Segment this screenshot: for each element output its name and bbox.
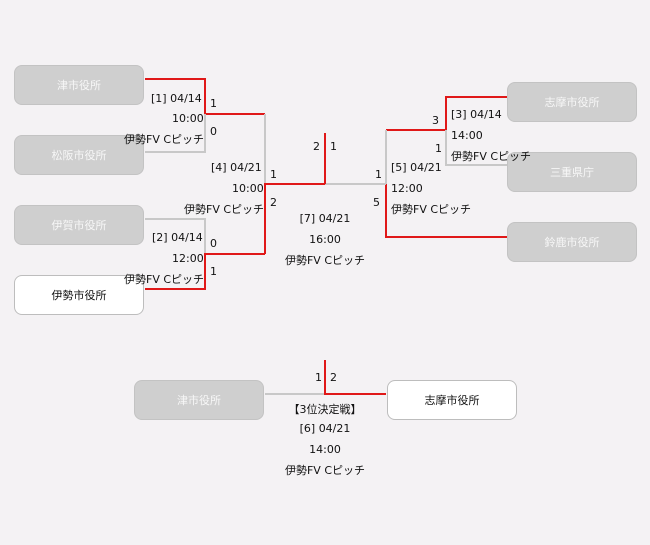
line-m3-loser — [445, 130, 508, 166]
m6-no-date: [6] 04/21 — [299, 422, 351, 435]
m1-time: 10:00 — [172, 112, 204, 125]
m5-no-date: [5] 04/21 — [391, 161, 442, 174]
m6-score-left: 1 — [315, 371, 322, 384]
m7-time: 16:00 — [309, 233, 341, 246]
team-third-left[interactable]: 津市役所 — [134, 380, 264, 420]
m2-venue: 伊勢FV Cピッチ — [124, 273, 205, 286]
m3-no-date: [3] 04/14 — [451, 108, 502, 121]
m4-no-date: [4] 04/21 — [211, 161, 262, 174]
m6-time: 14:00 — [309, 443, 341, 456]
team-iga[interactable]: 伊賀市役所 — [14, 205, 144, 245]
team-matsusaka-label: 松阪市役所 — [51, 149, 107, 162]
team-third-left-label: 津市役所 — [177, 394, 221, 407]
m2-score-bottom: 1 — [210, 265, 217, 278]
m5-time: 12:00 — [391, 182, 423, 195]
m3-score-bottom: 1 — [435, 142, 442, 155]
team-third-right[interactable]: 志摩市役所 — [387, 380, 517, 420]
m6-venue: 伊勢FV Cピッチ — [284, 464, 366, 477]
m5-score-top: 1 — [375, 168, 382, 181]
team-third-right-label: 志摩市役所 — [424, 394, 480, 407]
team-mie[interactable]: 三重県庁 — [507, 152, 637, 192]
line-m2-loser — [145, 218, 206, 254]
m4-time: 10:00 — [232, 182, 264, 195]
team-suzuka[interactable]: 鈴鹿市役所 — [507, 222, 637, 262]
m1-no-date: [1] 04/14 — [151, 92, 202, 105]
team-shima[interactable]: 志摩市役所 — [507, 82, 637, 122]
m5-score-bottom: 5 — [373, 196, 380, 209]
m4-score-bottom: 2 — [270, 196, 277, 209]
team-ise-label: 伊勢市役所 — [51, 289, 107, 302]
m3-venue: 伊勢FV Cピッチ — [451, 150, 532, 163]
m7-score-right: 1 — [330, 140, 337, 153]
m7-score-left: 2 — [313, 140, 320, 153]
line-m4-winner — [264, 183, 325, 254]
team-matsusaka[interactable]: 松阪市役所 — [14, 135, 144, 175]
team-suzuka-label: 鈴鹿市役所 — [544, 236, 600, 249]
line-m3-winner — [386, 96, 508, 131]
line-m5-winner — [385, 184, 508, 238]
m1-venue: 伊勢FV Cピッチ — [124, 133, 205, 146]
m3-time: 14:00 — [451, 129, 483, 142]
m6-title: 【3位決定戦】 — [288, 403, 362, 416]
m2-score-top: 0 — [210, 237, 217, 250]
team-iga-label: 伊賀市役所 — [51, 219, 107, 232]
team-tsu[interactable]: 津市役所 — [14, 65, 144, 105]
m1-score-bottom: 0 — [210, 125, 217, 138]
m5-venue: 伊勢FV Cピッチ — [391, 203, 472, 216]
line-m1-winner — [145, 78, 265, 115]
line-m1-loser — [145, 114, 206, 153]
team-shima-label: 志摩市役所 — [544, 96, 600, 109]
m4-score-top: 1 — [270, 168, 277, 181]
line-m2-winner — [145, 253, 265, 290]
team-tsu-label: 津市役所 — [57, 79, 101, 92]
m4-venue: 伊勢FV Cピッチ — [184, 203, 265, 216]
m1-score-top: 1 — [210, 97, 217, 110]
m7-no-date: [7] 04/21 — [299, 212, 351, 225]
m2-no-date: [2] 04/14 — [152, 231, 203, 244]
m6-score-right: 2 — [330, 371, 337, 384]
line-m6-winner — [324, 360, 386, 395]
team-mie-label: 三重県庁 — [550, 166, 594, 179]
team-ise[interactable]: 伊勢市役所 — [14, 275, 144, 315]
m3-score-top: 3 — [432, 114, 439, 127]
m7-venue: 伊勢FV Cピッチ — [284, 254, 366, 267]
m2-time: 12:00 — [172, 252, 204, 265]
